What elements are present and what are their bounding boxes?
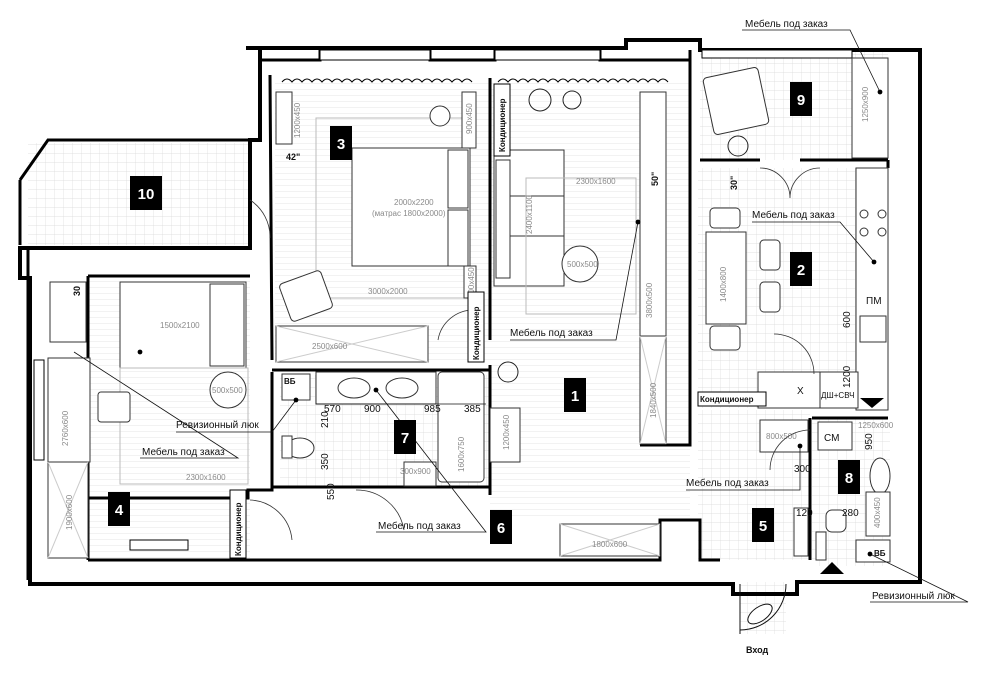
tall-master-size: 900х450 [465, 103, 474, 134]
leader-dots [137, 89, 883, 557]
wardrobe-kid-size: 1900х600 [65, 494, 74, 530]
doors [249, 167, 821, 541]
mattress-size: (матрас 1800х2000) [372, 209, 446, 218]
wc-cab1-size: 1250х600 [858, 421, 894, 430]
ac-label-3: Кондиционер [234, 502, 243, 556]
tv42-label: 42" [286, 152, 300, 162]
wardrobe-master-size: 2500х600 [312, 342, 348, 351]
bathroom-furniture [281, 371, 485, 487]
room-number-1: 1 [571, 388, 579, 405]
cab-living-size: 1840х500 [649, 382, 658, 418]
balcony-furniture [702, 57, 889, 159]
dim-120: 120 [796, 508, 813, 519]
cab-kid-size: 2760х600 [61, 410, 70, 446]
bedroom-furniture [275, 91, 477, 363]
room-number-7: 7 [401, 430, 409, 447]
windows [33, 49, 853, 551]
balcony-furn-size: 1250х900 [861, 86, 870, 122]
entrance-label: Вход [746, 645, 769, 655]
dim-1200: 1200 [842, 365, 853, 388]
dim-600: 600 [842, 311, 853, 328]
hall-sm-size: 800х500 [766, 432, 797, 441]
desk-master-size: 1200х450 [293, 102, 302, 138]
revision-hatch-label-bath: Ревизионный люк [176, 420, 259, 431]
rug-living-size: 2300х1600 [576, 177, 616, 186]
room-number-10: 10 [138, 186, 155, 203]
kitchen-furniture [705, 167, 889, 411]
shelf-master-size: 500х450 [467, 267, 476, 298]
dim-300: 300 [794, 464, 811, 475]
svg-text:900: 900 [364, 404, 381, 415]
room-number-6: 6 [497, 520, 505, 537]
svg-text:550: 550 [326, 483, 337, 500]
cm-label: СМ [824, 433, 839, 444]
room-number-2: 2 [797, 262, 805, 279]
room-number-4: 4 [115, 502, 124, 519]
ac-label-4: Кондиционер [700, 395, 754, 404]
custom-furniture-label-corridor: Мебель под заказ [378, 520, 461, 532]
svg-text:385: 385 [464, 404, 481, 415]
tv-unit-size: 3800х500 [645, 282, 654, 318]
wc-arrow [820, 562, 844, 574]
custom-furniture-label-living: Мебель под заказ [510, 327, 593, 339]
rug-master-size: 3000х2000 [368, 287, 408, 296]
vb-label-bath: ВБ [284, 377, 296, 386]
wc-cab2-size: 400х450 [873, 497, 882, 528]
person-icon [747, 603, 773, 625]
plant-icons [497, 88, 749, 383]
room-badges: 1 2 3 4 5 6 7 8 9 10 [108, 82, 860, 544]
rug-kid-size: 2300х1600 [186, 473, 226, 482]
curtains [281, 78, 669, 83]
dim-280: 280 [842, 508, 859, 519]
room-number-8: 8 [845, 470, 853, 487]
sofa-size: 2400х1100 [525, 194, 534, 234]
room-number-9: 9 [797, 92, 805, 109]
svg-text:570: 570 [324, 404, 341, 415]
kitchen-arrow [860, 398, 884, 408]
room-number-3: 3 [337, 136, 345, 153]
pm-label: ПМ [866, 296, 882, 307]
bath-size: 1600х750 [457, 436, 466, 472]
bath-dimensions: 570 900 985 385 210 350 550 [316, 403, 486, 500]
custom-furniture-label-kitchen: Мебель под заказ [752, 209, 835, 221]
ac-label-1: Кондиционер [498, 98, 507, 152]
living-furniture [489, 91, 667, 463]
ac-label-2: Кондиционер [472, 306, 481, 360]
revision-hatch-label-wc: Ревизионный люк [872, 591, 955, 602]
entrance-door [739, 583, 787, 634]
svg-text:210: 210 [320, 411, 331, 428]
round-kid-size: 500х500 [212, 386, 243, 395]
hall-cab-size: 1800х600 [592, 540, 628, 549]
hall-wc-furniture [759, 419, 891, 563]
dsh-svch-label: ДШ+СВЧ [821, 391, 855, 400]
custom-furniture-label-kid: Мебель под заказ [142, 446, 225, 458]
bath-cab-size: 300х900 [400, 467, 431, 476]
balcony-outline [18, 138, 250, 245]
dim-950: 950 [864, 433, 875, 450]
tv30-label: 30" [729, 176, 739, 190]
vb-label-wc: ВБ [874, 549, 886, 558]
n30-label: 30 [72, 286, 82, 296]
table-living-size: 500х500 [567, 260, 598, 269]
room-number-5: 5 [759, 518, 767, 535]
bed-master-size: 2000х2200 [394, 198, 434, 207]
leader-lines [73, 29, 969, 603]
svg-text:350: 350 [320, 453, 331, 470]
x-label: Х [797, 386, 804, 397]
ac-units: Кондиционер Кондиционер Кондиционер Конд… [229, 83, 767, 559]
custom-furniture-label-hall: Мебель под заказ [686, 477, 769, 489]
tv50-label: 50" [650, 172, 660, 186]
custom-furniture-label-balcony: Мебель под заказ [745, 18, 828, 30]
svg-text:985: 985 [424, 404, 441, 415]
shelf-living-size: 1200х450 [502, 414, 511, 450]
bed-kid-size: 1500х2100 [160, 321, 200, 330]
table-kitchen-size: 1400х800 [719, 266, 728, 302]
